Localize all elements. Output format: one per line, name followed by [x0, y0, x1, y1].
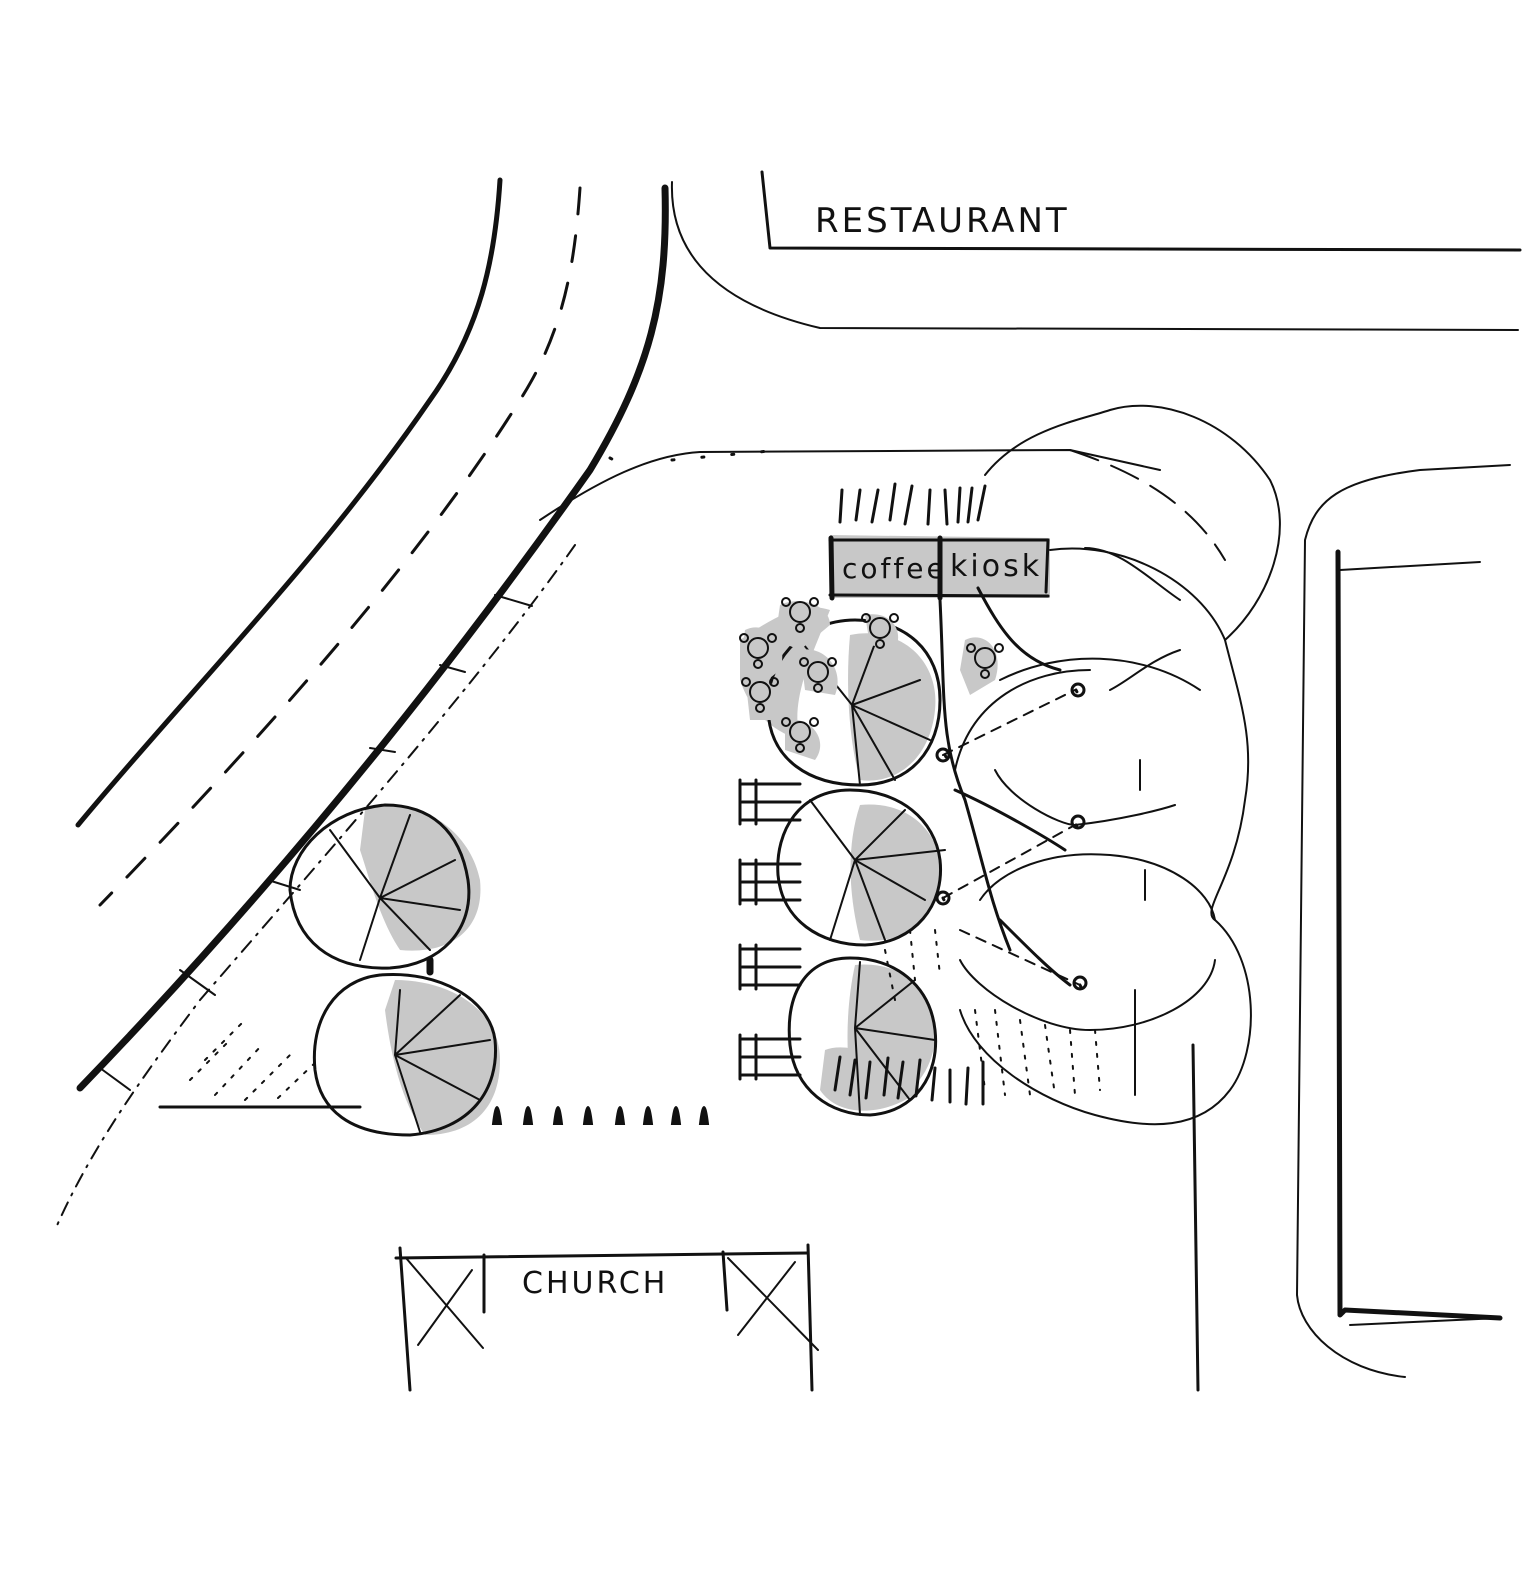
bollard-row — [456, 1106, 710, 1125]
church-tower-left-cross — [405, 1257, 484, 1349]
cafe-table — [789, 601, 811, 623]
restaurant-wall — [760, 170, 1522, 252]
cafe-chair — [813, 683, 823, 693]
cafe-table — [974, 647, 996, 669]
road-centerline — [98, 186, 582, 907]
cafe-chair — [781, 717, 791, 727]
kiosk-label-coffee: coffee — [842, 552, 947, 585]
bench — [738, 778, 802, 826]
bench-column — [738, 778, 802, 1081]
bench — [738, 858, 802, 906]
church-tower-right-cross — [727, 1257, 819, 1351]
tree-centre-middle — [776, 788, 946, 947]
tree-trunk — [935, 890, 951, 906]
tree-left-bottom — [312, 956, 500, 1137]
bollard — [522, 1106, 534, 1125]
bench — [738, 943, 802, 991]
cafe-chair — [861, 613, 871, 623]
kiosk-label-kiosk: kiosk — [950, 549, 1042, 584]
cafe-chair — [875, 639, 885, 649]
plaza-outline — [99, 448, 1226, 1109]
cafe-table — [789, 721, 811, 743]
right-block-edge — [1296, 464, 1511, 1378]
road-edge-east — [76, 184, 669, 1092]
cafe-chair — [809, 717, 819, 727]
footpath-dashdot — [54, 544, 576, 1231]
cafe-chair — [795, 743, 805, 753]
cafe-chair — [769, 677, 779, 687]
cafe-chair — [889, 613, 899, 623]
cafe-table — [747, 637, 769, 659]
cafe-chair — [753, 659, 763, 669]
bollard — [491, 1106, 503, 1125]
tree-trunk — [1070, 682, 1086, 698]
tree-centre-bottom — [787, 956, 938, 1117]
road-edge-west — [75, 177, 503, 828]
bench — [738, 1033, 802, 1081]
tree-left-top — [288, 803, 481, 970]
cafe-chair — [827, 657, 837, 667]
tree-trunk — [1070, 814, 1086, 830]
cafe-chair — [994, 643, 1004, 653]
cafe-chair — [781, 597, 791, 607]
cafe-chair — [799, 657, 809, 667]
bollard — [582, 1106, 594, 1125]
cafe-chair — [767, 633, 777, 643]
right-block-kerb — [1335, 549, 1503, 1321]
cafe-table — [807, 661, 829, 683]
kiosk-hatch — [838, 482, 987, 526]
cafe-table — [749, 681, 771, 703]
sidewalk-ticks — [99, 594, 533, 1091]
cafe-chair — [795, 623, 805, 633]
cafe-chair — [809, 597, 819, 607]
tree-trunk — [1072, 975, 1088, 991]
cafe-chair — [755, 703, 765, 713]
restaurant-block: RESTAURANT — [670, 170, 1522, 331]
tree-right-trunk-line — [1191, 1043, 1200, 1392]
church-wall-right — [721, 1243, 814, 1392]
cafe-chair — [966, 643, 976, 653]
church-wall-top — [394, 1251, 810, 1260]
cafe-chair — [739, 633, 749, 643]
plaza-edge-north-dashed — [1069, 449, 1226, 561]
bollard — [642, 1106, 654, 1125]
bollard-dots — [608, 448, 782, 472]
tree-trunk — [935, 747, 951, 763]
bollard — [552, 1106, 564, 1125]
main-road — [54, 177, 669, 1231]
church-wall-left — [398, 1246, 486, 1392]
tree-canopy — [288, 803, 471, 970]
restaurant-sidewalk — [670, 181, 1519, 331]
coffee-kiosk: coffee kiosk — [828, 482, 1050, 601]
cafe-chair — [980, 669, 990, 679]
bollard — [670, 1106, 682, 1125]
restaurant-label: RESTAURANT — [815, 201, 1070, 241]
tree-canopy-large-low — [959, 853, 1216, 1031]
church-label: CHURCH — [522, 1266, 668, 1301]
cafe-table — [869, 617, 891, 639]
plaza-edge-north — [539, 449, 1161, 521]
church-block: CHURCH — [394, 1243, 819, 1392]
bollard — [614, 1106, 626, 1125]
tree-right-group — [935, 404, 1281, 1126]
cafe-tables — [739, 597, 1004, 760]
grass-patch-right — [833, 929, 1101, 1106]
cafe-chair — [741, 677, 751, 687]
tree-canopy — [776, 788, 943, 947]
grass-patch-left — [189, 1019, 319, 1101]
bollard — [698, 1106, 710, 1125]
right-street — [1191, 464, 1511, 1392]
tree-canopy — [787, 956, 938, 1117]
tree-canopy-large-top — [959, 404, 1281, 1126]
tree-canopy — [312, 972, 498, 1137]
